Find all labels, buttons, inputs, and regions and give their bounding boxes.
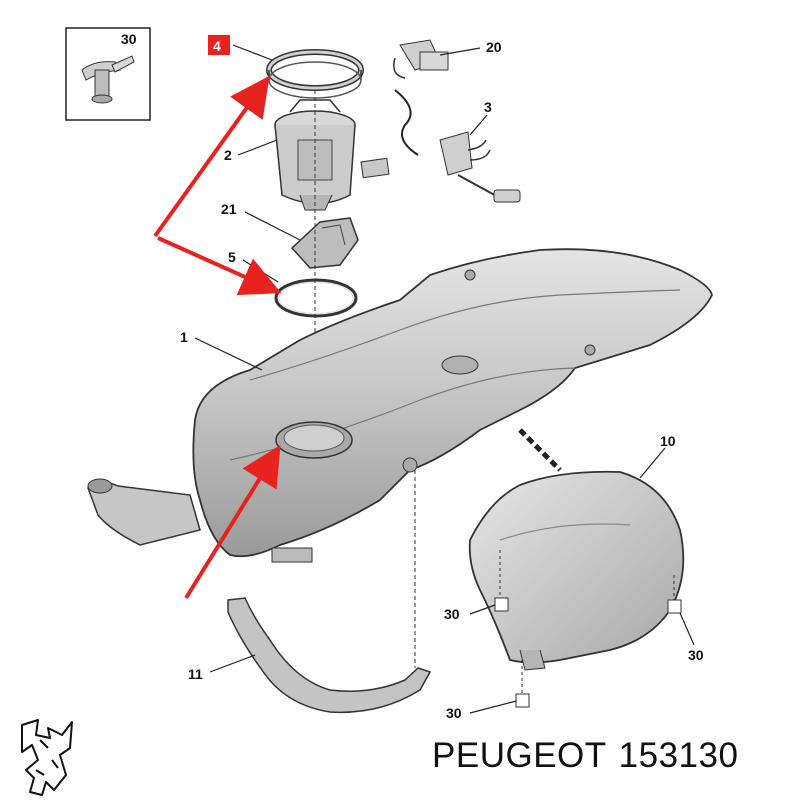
callout-3: 3 (484, 99, 492, 115)
callout-30-left: 30 (444, 606, 460, 622)
clip-part-30-box (65, 27, 151, 121)
red-arrows (153, 75, 282, 600)
callout-20: 20 (486, 39, 502, 55)
level-sender-part-3 (439, 131, 521, 203)
heat-shield-part-10 (468, 470, 685, 671)
callout-5: 5 (228, 249, 236, 265)
callout-30-bottom: 30 (446, 705, 462, 721)
sensor-part-20 (393, 39, 449, 79)
callout-2: 2 (224, 147, 232, 163)
bracket-part-21 (290, 217, 359, 269)
hose-line (394, 89, 419, 156)
tank-strap-part-11 (227, 470, 432, 714)
callout-4-highlight (208, 35, 230, 55)
shield-dashed-leader (518, 428, 562, 472)
brand-part-number-caption: PEUGEOT 153130 (432, 736, 792, 776)
part-number: 153130 (618, 736, 739, 775)
clip-marker-left (494, 597, 509, 612)
clip-marker-bottom (515, 693, 530, 708)
brand-name: PEUGEOT (432, 736, 607, 775)
seal-ring-part-5 (274, 278, 358, 318)
peugeot-lion-logo (21, 719, 73, 796)
callout-11: 11 (188, 666, 203, 682)
callout-30-box: 30 (121, 31, 137, 47)
callout-30-right: 30 (688, 647, 704, 663)
clip-marker-right (667, 599, 682, 614)
fuel-tank-part-1 (87, 248, 713, 563)
callout-4: 4 (213, 38, 221, 54)
fuel-pump-module-part-2 (274, 99, 390, 211)
callout-10: 10 (660, 433, 676, 449)
callout-21: 21 (221, 201, 237, 217)
callout-1: 1 (180, 329, 188, 345)
